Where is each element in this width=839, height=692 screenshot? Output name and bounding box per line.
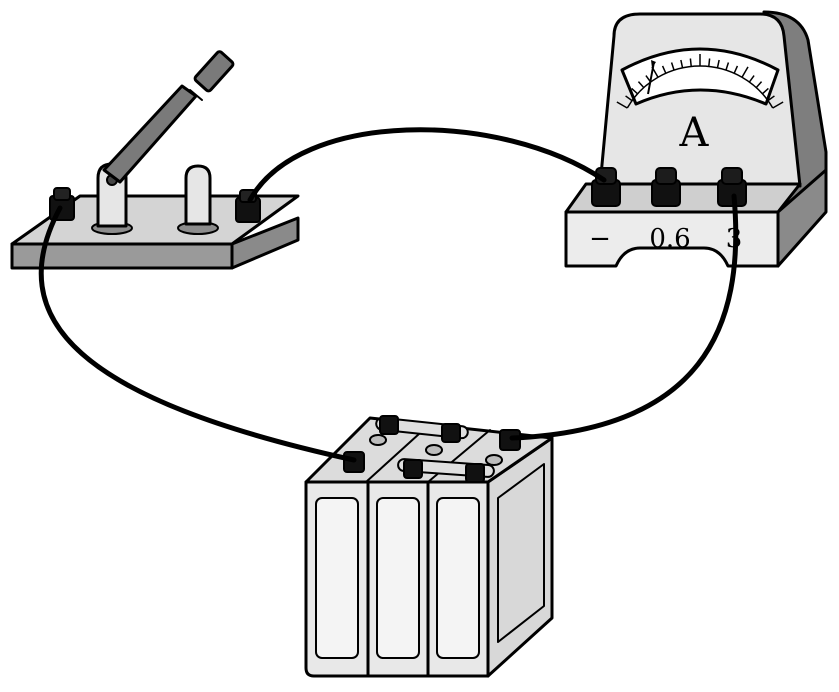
dial-tick [761, 87, 769, 95]
battery-cell-2 [366, 480, 430, 678]
dial-tick [772, 101, 784, 109]
terminal-label-0-6: 0.6 [649, 224, 690, 254]
knife-switch [10, 50, 300, 270]
wire-ammeter-to-battery [509, 193, 739, 441]
ammeter-base [564, 210, 780, 268]
contact-post [184, 164, 212, 226]
battery-cell-1 [304, 480, 370, 678]
battery-post [403, 459, 423, 479]
dial-tick [689, 58, 692, 67]
dial-tick [716, 59, 720, 68]
dial-tick [625, 95, 633, 102]
dial-tick [670, 62, 675, 71]
terminal-label-negative: − [589, 224, 611, 254]
switch-grip [193, 50, 235, 93]
dial-tick [733, 65, 739, 74]
ammeter: A − 0.6 3 [564, 10, 828, 268]
switch-lever [102, 84, 198, 184]
dial-tick [767, 95, 775, 102]
battery-post [465, 463, 485, 483]
dial-tick [637, 81, 645, 89]
switch-base-front-side [230, 216, 300, 270]
wire-switch-to-battery [38, 205, 357, 463]
dial-tick [708, 58, 711, 67]
switch-terminal-right [235, 189, 261, 223]
battery-cell-3 [426, 480, 490, 678]
ammeter-needle [647, 61, 655, 95]
dial-tick [725, 62, 730, 71]
dial-tick [680, 59, 684, 68]
wire-switch-to-ammeter [247, 127, 607, 203]
ammeter-terminal-0-6 [651, 167, 681, 207]
dial-tick [741, 66, 749, 78]
dial-arc [626, 65, 774, 109]
battery-pack [304, 415, 554, 678]
ammeter-symbol: A [679, 110, 710, 156]
dial-tick [631, 87, 639, 95]
battery-post [441, 423, 461, 443]
ammeter-terminal-3 [717, 167, 747, 207]
dial-tick [616, 101, 628, 109]
dial-tick [755, 81, 763, 89]
battery-post [379, 415, 399, 435]
dial-tick [748, 75, 755, 83]
ammeter-dial [620, 47, 780, 106]
ammeter-terminal-negative [591, 167, 621, 207]
dial-tick [661, 65, 667, 74]
